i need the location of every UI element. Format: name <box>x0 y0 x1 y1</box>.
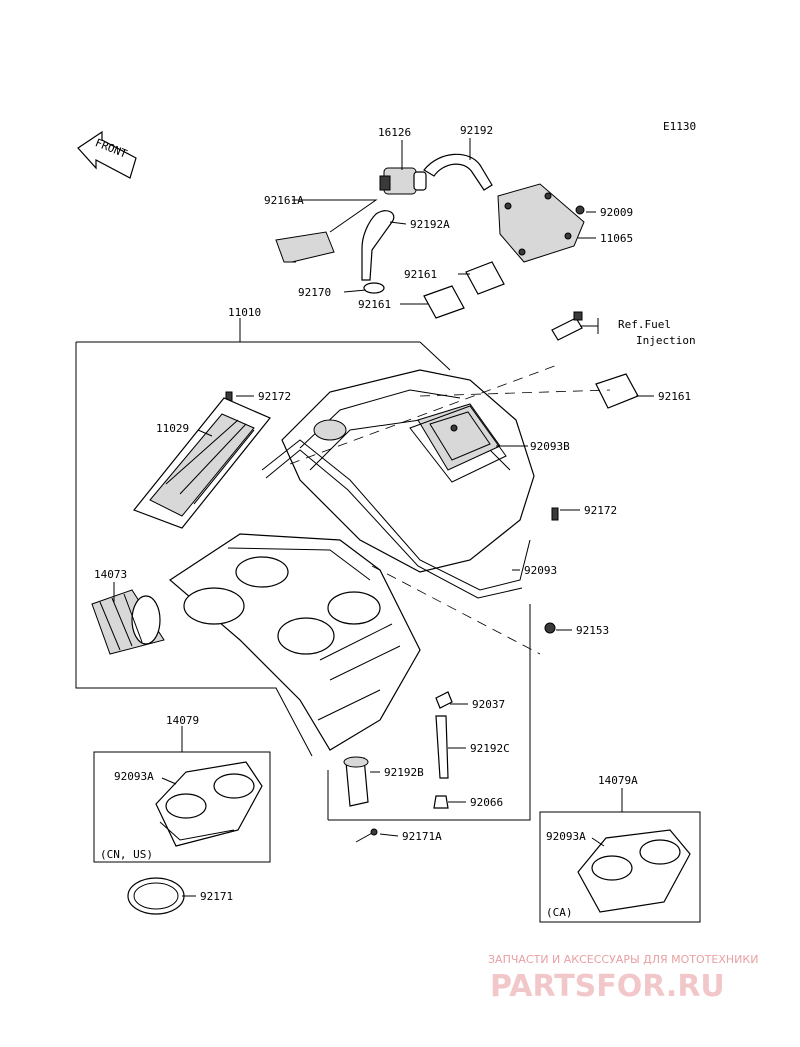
pad-92161-c <box>595 373 639 409</box>
watermark-tagline: ЗАПЧАСТИ И АКСЕССУАРЫ ДЛЯ МОТОТЕХНИКИ <box>488 953 758 966</box>
label-11065: 11065 <box>600 232 633 245</box>
label-92093B: 92093B <box>530 440 570 453</box>
lower-housing <box>169 533 421 751</box>
screw-92009 <box>575 205 585 215</box>
hose-92192C <box>435 715 449 779</box>
front-arrow-icon: FRONT <box>77 130 137 179</box>
diagram-code: E1130 <box>663 120 696 133</box>
gasket-92093 <box>261 439 531 599</box>
label-92192A: 92192A <box>410 218 450 231</box>
hose-92192A <box>361 210 395 281</box>
frame-lower-assembly <box>327 604 531 821</box>
pad-92161-a <box>465 261 505 295</box>
bracket-92161A <box>275 231 335 263</box>
hose-92192 <box>423 153 493 191</box>
label-92161-a: 92161 <box>404 268 437 281</box>
label-92161A: 92161A <box>264 194 304 207</box>
label-92093A-a: 92093A <box>114 770 154 783</box>
sensor-ref-fuel-injection <box>551 311 583 341</box>
label-92161-b: 92161 <box>358 298 391 311</box>
label-14079A: 14079A <box>598 774 638 787</box>
label-92171: 92171 <box>200 890 233 903</box>
boot-14079 <box>155 761 263 847</box>
label-92153: 92153 <box>576 624 609 637</box>
plug-92192B <box>343 756 369 807</box>
label-region-ca: (CA) <box>546 906 573 919</box>
plug-92066 <box>433 795 449 809</box>
label-11029: 11029 <box>156 422 189 435</box>
label-11010: 11010 <box>228 306 261 319</box>
label-92009: 92009 <box>600 206 633 219</box>
air-valve-16126 <box>379 167 427 195</box>
label-92172-b: 92172 <box>584 504 617 517</box>
label-16126: 16126 <box>378 126 411 139</box>
frame-11010 <box>75 341 451 757</box>
label-92171A: 92171A <box>402 830 442 843</box>
label-92170: 92170 <box>298 286 331 299</box>
clamp-92171 <box>127 877 185 915</box>
frame-14079A <box>539 811 701 923</box>
clamp-92037 <box>435 691 453 709</box>
label-92093A-b: 92093A <box>546 830 586 843</box>
upper-housing-11010 <box>281 369 535 573</box>
cover-11065 <box>497 183 585 263</box>
screw-92153 <box>544 622 556 634</box>
frame-14079 <box>93 751 271 863</box>
gasket-92093B <box>409 405 507 483</box>
pad-92161-b <box>423 285 465 319</box>
label-92037: 92037 <box>472 698 505 711</box>
watermark-brand: PARTSFOR.RU <box>490 969 725 1004</box>
dashed-reference-lines <box>289 363 611 655</box>
label-region-cn-us: (CN, US) <box>100 848 153 861</box>
element-11029 <box>133 397 271 529</box>
label-92172-a: 92172 <box>258 390 291 403</box>
duct-14073 <box>91 589 165 655</box>
label-92161-c: 92161 <box>658 390 691 403</box>
screw-92172-b <box>551 507 559 521</box>
label-92192: 92192 <box>460 124 493 137</box>
leader-lines <box>113 138 654 897</box>
clamp-92170 <box>363 282 385 294</box>
label-92066: 92066 <box>470 796 503 809</box>
boot-14079A <box>577 829 691 913</box>
label-14079: 14079 <box>166 714 199 727</box>
label-92192B: 92192B <box>384 766 424 779</box>
label-ref-injection: Injection <box>636 334 696 347</box>
label-92192C: 92192C <box>470 742 510 755</box>
label-14073: 14073 <box>94 568 127 581</box>
label-ref-fuel: Ref.Fuel <box>618 318 671 331</box>
label-92093: 92093 <box>524 564 557 577</box>
clip-92171A <box>355 828 378 843</box>
